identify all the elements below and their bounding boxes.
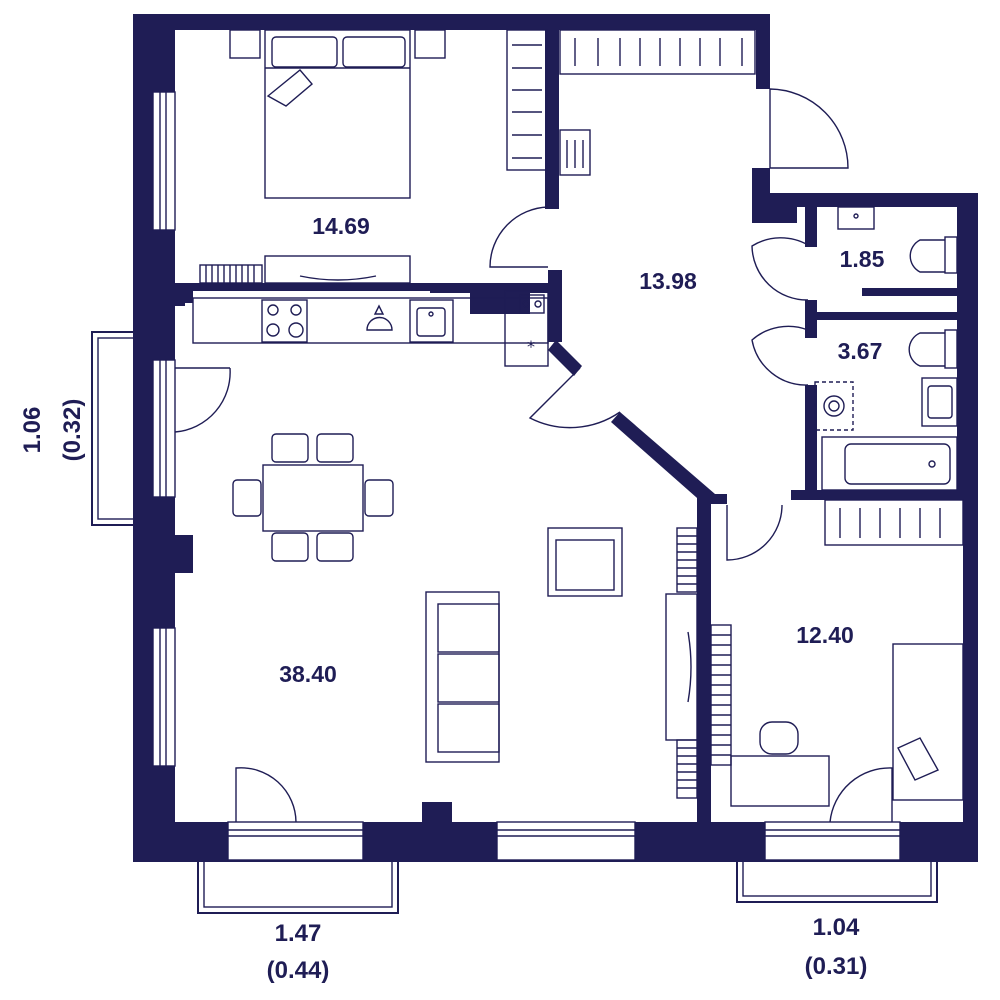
door-balcony-left [174, 367, 231, 433]
single-bed-icon [892, 643, 964, 801]
stove-icon [261, 299, 308, 343]
bath-sink-icon [921, 377, 958, 427]
door-bedroom2 [726, 504, 783, 561]
balcony-left-area: 1.06 [19, 407, 46, 454]
balcony-left-area-reduced: (0.32) [59, 399, 86, 462]
toilet-icon [909, 236, 958, 274]
shoe-rack-icon [559, 129, 591, 176]
window-bottom-1 [227, 821, 364, 861]
faucet-icon [366, 304, 393, 331]
wc-sink-icon [837, 206, 875, 230]
wardrobe-hall-icon [559, 29, 756, 75]
toilet-bath-icon [908, 329, 958, 369]
door-wc [751, 237, 809, 301]
washing-machine-icon: * [519, 294, 545, 356]
room-area-bedroom-2: 12.40 [796, 622, 854, 648]
kitchen-counter [192, 290, 549, 367]
room-area-bedroom: 14.69 [312, 213, 370, 239]
bathtub-icon [821, 436, 958, 491]
room-area-kitchen-living: 38.40 [279, 661, 337, 687]
balcony-bottom-right [736, 859, 938, 903]
room-area-hall: 13.98 [639, 268, 697, 294]
door-entrance [769, 88, 849, 169]
desk-icon [264, 255, 411, 284]
door-balcony-bottom-right [829, 767, 893, 823]
balcony-bottom-left [197, 859, 399, 914]
chair-icon [759, 721, 799, 755]
door-balcony-bottom-left [235, 767, 297, 823]
radiator-icon [199, 264, 263, 284]
balcony-bottom-right-area-reduced: (0.31) [805, 953, 868, 980]
window-bottom-3 [764, 821, 901, 861]
wardrobe-icon [506, 29, 548, 171]
sink-icon [409, 299, 454, 343]
window-left-living-2 [152, 627, 176, 767]
washing-machine-bath-icon [814, 381, 854, 431]
radiator-living-icon [676, 527, 698, 799]
window-left-bedroom [152, 91, 176, 231]
window-bottom-2 [496, 821, 636, 861]
svg-text:*: * [527, 337, 535, 356]
bed-icon [229, 29, 446, 199]
wardrobe-bedroom2-icon [824, 499, 964, 546]
window-left-living [152, 359, 176, 498]
room-area-wc: 1.85 [840, 246, 885, 272]
armchair-icon [547, 527, 623, 597]
balcony-left-label: 1.06 (0.32) [19, 399, 86, 462]
tv-stand-icon [665, 593, 698, 741]
dining-table-icon [232, 433, 394, 562]
room-area-bathroom: 3.67 [838, 338, 883, 364]
desk-bedroom2-icon [730, 755, 830, 807]
walls [133, 14, 978, 862]
door-bedroom [489, 206, 549, 268]
radiator-bedroom2-icon [710, 624, 732, 766]
balcony-left [91, 331, 135, 526]
sofa-icon [425, 591, 500, 763]
door-living-hall [528, 367, 621, 429]
balcony-bottom-right-area: 1.04 [813, 914, 860, 941]
door-bathroom [751, 325, 809, 386]
balcony-bottom-left-area-reduced: (0.44) [267, 957, 330, 984]
balcony-bottom-left-area: 1.47 [275, 920, 322, 947]
